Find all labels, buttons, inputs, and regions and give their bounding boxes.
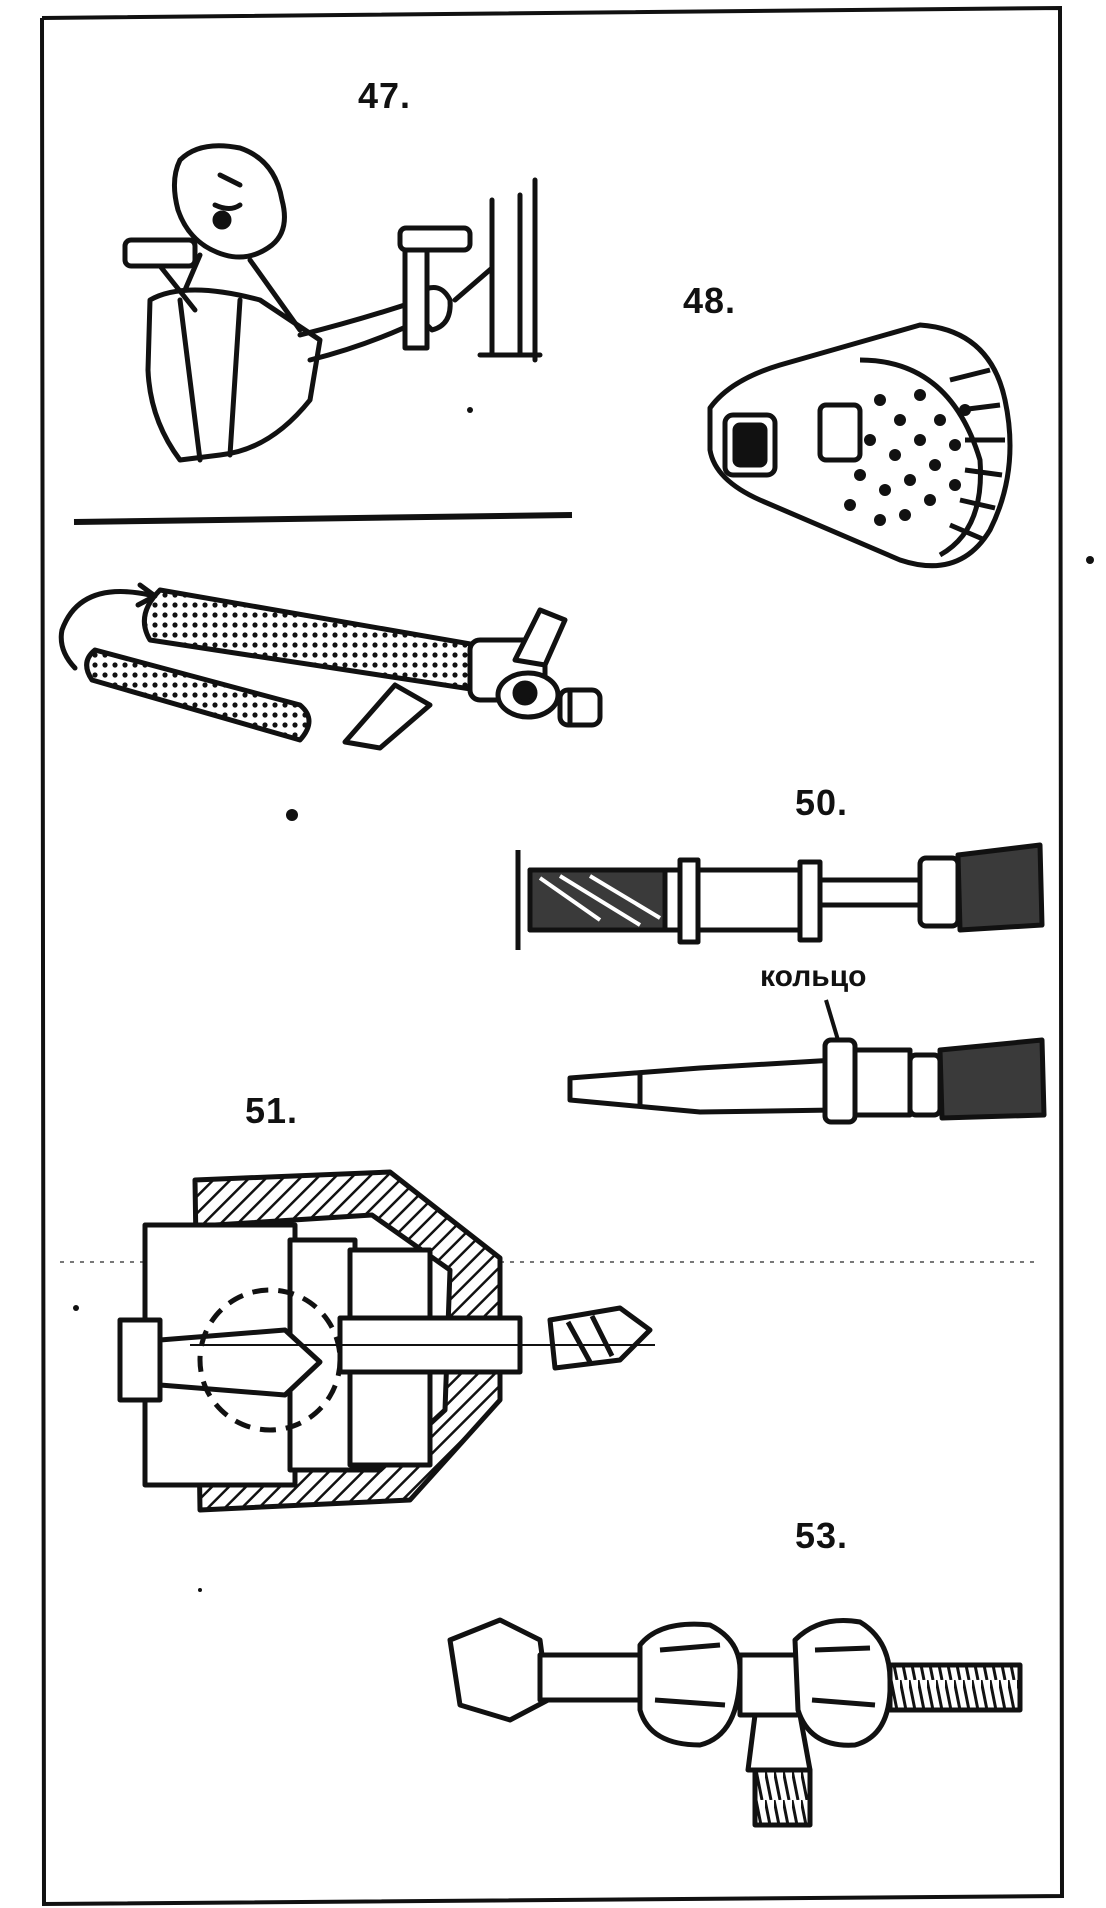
socket-tool-illustration: [58, 582, 603, 751]
figure-51-label: 51.: [245, 1090, 299, 1131]
figure-48-cone-brush-illustration: [707, 322, 1013, 569]
figure-51-section-view-illustration: [117, 1169, 655, 1513]
figure-50-puller-illustration: [515, 842, 1047, 1125]
figure-53-label: 53.: [795, 1515, 849, 1556]
figure-47-worker-illustration: [122, 143, 543, 463]
figure-47-label: 47.: [358, 75, 412, 116]
figure-50-label: 50.: [795, 782, 849, 823]
figure-divider-line: [73, 512, 573, 525]
figure-48-label: 48.: [683, 280, 737, 321]
figure-50-ring-annotation: кольцо: [760, 960, 867, 993]
figure-53-bolt-assembly-illustration: [447, 1617, 1023, 1828]
page-frame: [40, 5, 1065, 1907]
